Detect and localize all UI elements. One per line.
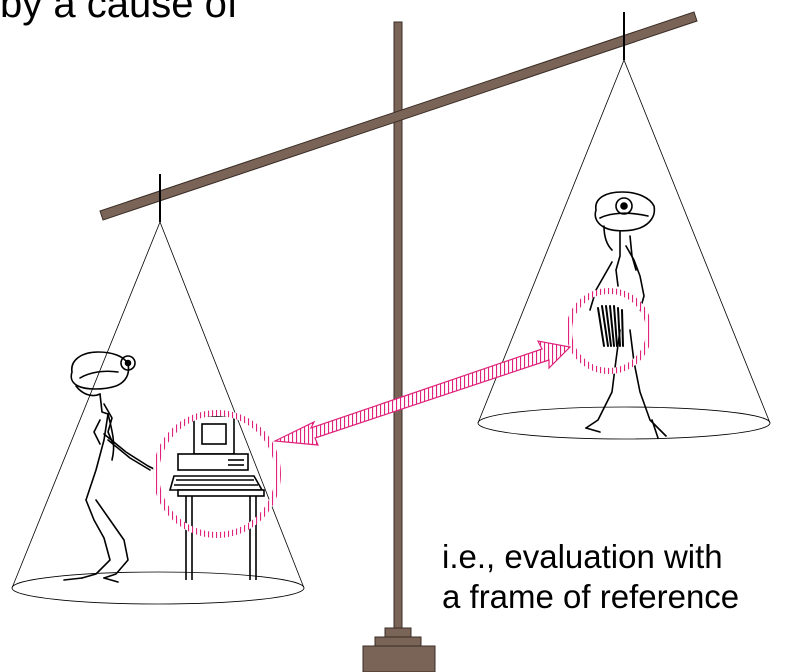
computer-icon [170,416,264,580]
double-headed-arrow-icon [275,341,570,445]
caption-line-2: a frame of reference [442,577,739,617]
walking-person-icon [586,192,666,438]
seated-person-at-computer-icon [64,352,156,582]
caption-line-1: i.e., evaluation with [442,537,739,577]
caption: i.e., evaluation with a frame of referen… [442,537,739,617]
left-pan [12,174,304,604]
barcode-object [598,306,623,346]
